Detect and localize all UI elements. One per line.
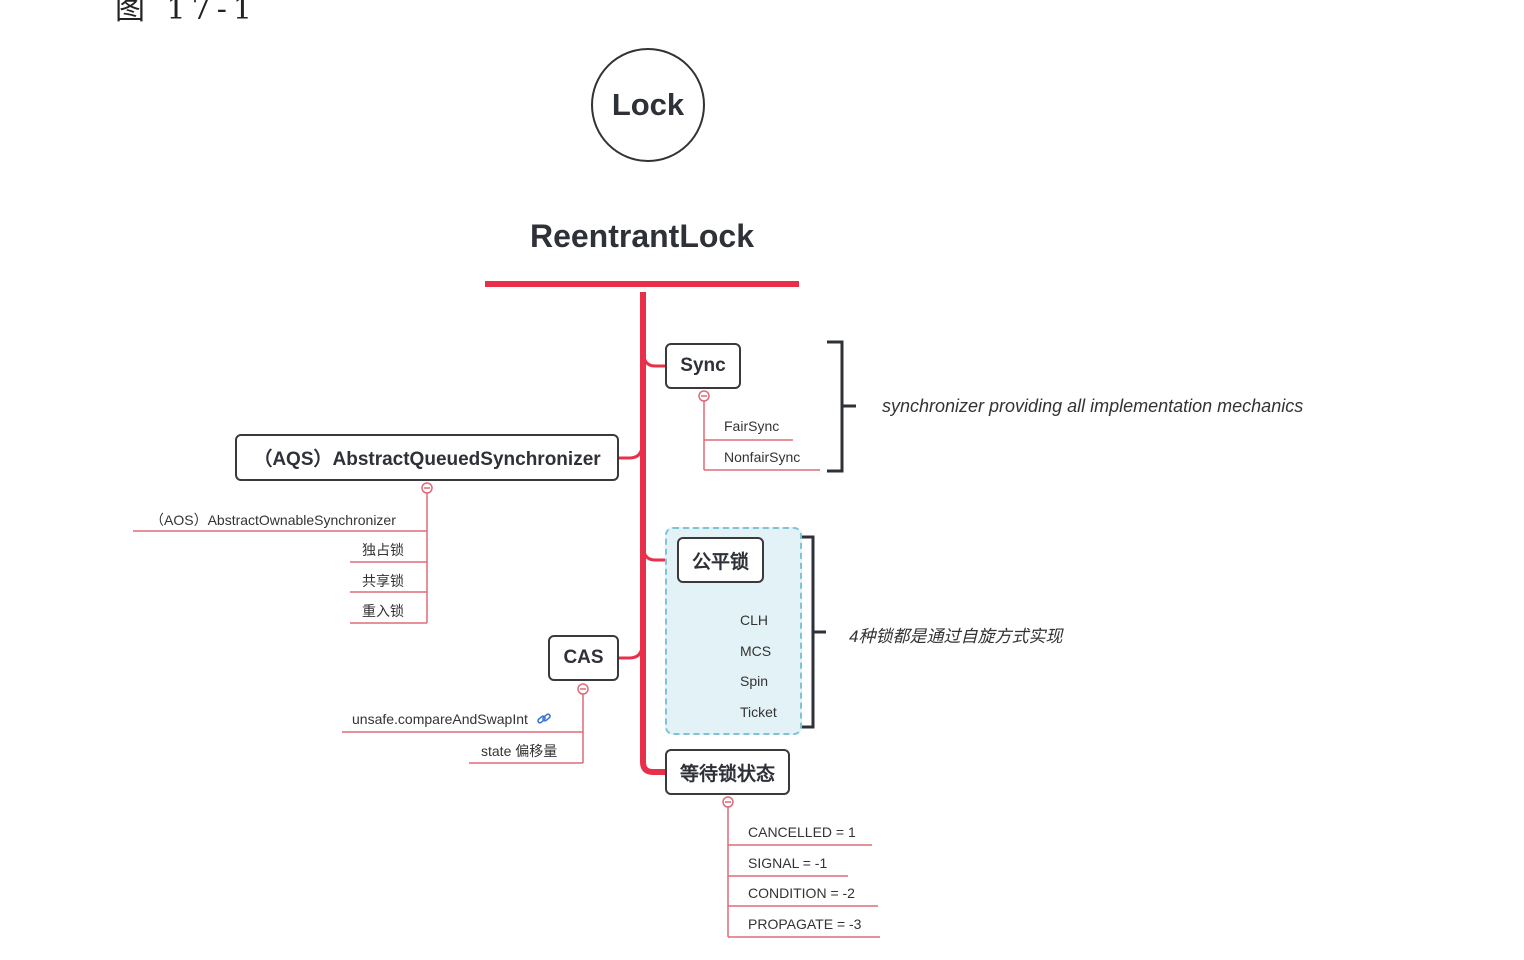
sync-node[interactable]: Sync — [665, 343, 741, 389]
sync-child-fairsync[interactable]: FairSync — [724, 418, 780, 434]
fair-lock-child-spin[interactable]: Spin — [740, 673, 769, 689]
wait-state-node[interactable]: 等待锁状态 — [665, 749, 790, 795]
cas-child-compare-and-swap[interactable]: unsafe.compareAndSwapInt — [352, 711, 552, 730]
link-icon[interactable] — [536, 711, 552, 730]
cas-child-state-offset[interactable]: state 偏移量 — [481, 743, 558, 759]
aqs-node[interactable]: （AQS）AbstractQueuedSynchronizer — [235, 434, 619, 481]
lock-node[interactable]: Lock — [591, 48, 705, 162]
root-title[interactable]: ReentrantLock — [529, 218, 755, 254]
wait-state-child-propagate[interactable]: PROPAGATE = -3 — [748, 916, 862, 932]
cas-child-compare-and-swap-label: unsafe.compareAndSwapInt — [352, 711, 528, 728]
wait-state-child-signal[interactable]: SIGNAL = -1 — [748, 855, 828, 871]
aqs-child-shared-lock[interactable]: 共享锁 — [362, 573, 404, 589]
fair-lock-child-mcs[interactable]: MCS — [740, 643, 772, 659]
sync-child-nonfairsync[interactable]: NonfairSync — [724, 449, 801, 465]
fair-lock-child-clh[interactable]: CLH — [740, 612, 769, 628]
sync-bracket — [827, 340, 856, 473]
wait-state-child-condition[interactable]: CONDITION = -2 — [748, 885, 855, 901]
fair-lock-note: 4种锁都是通过自旋方式实现 — [849, 627, 1063, 646]
figure-caption: 图 17-1 — [115, 0, 258, 27]
main-trunk — [640, 292, 665, 775]
wait-state-child-cancelled[interactable]: CANCELLED = 1 — [748, 824, 856, 840]
fair-lock-child-ticket[interactable]: Ticket — [740, 704, 777, 720]
aqs-child-reentrant-lock[interactable]: 重入锁 — [362, 603, 404, 619]
cas-node[interactable]: CAS — [548, 635, 619, 681]
aqs-child-aos[interactable]: （AOS）AbstractOwnableSynchronizer — [150, 512, 396, 528]
fair-lock-node[interactable]: 公平锁 — [677, 537, 764, 583]
aqs-child-exclusive-lock[interactable]: 独占锁 — [362, 542, 404, 558]
fair-lock-bracket — [801, 535, 826, 729]
sync-note: synchronizer providing all implementatio… — [882, 396, 1304, 416]
